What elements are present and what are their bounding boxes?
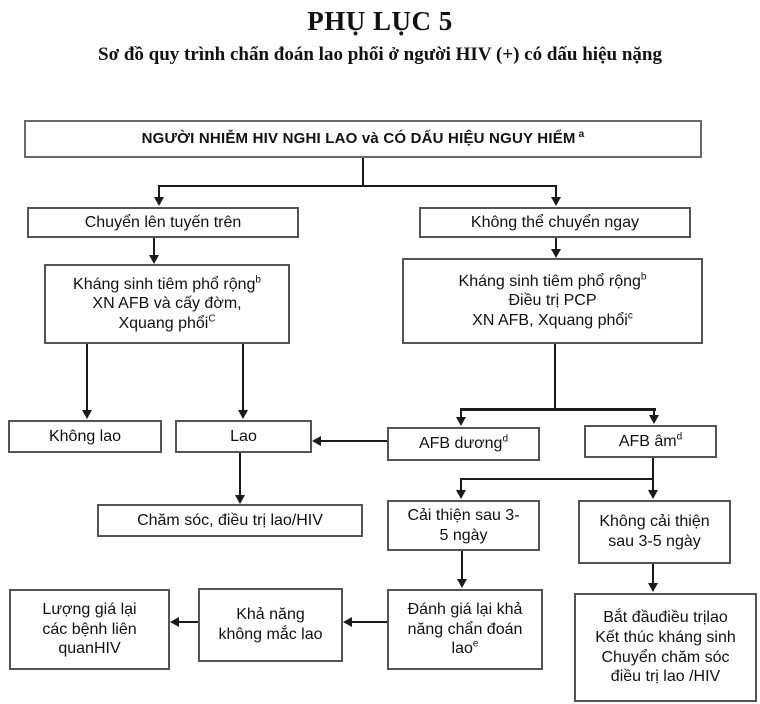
connector-afbneg-split — [460, 478, 654, 480]
connector-abxleft-tb — [242, 344, 244, 411]
node-care-treat: Chăm sóc, điều trị lao/HIV — [97, 504, 363, 537]
connector-afbpos-tb — [321, 440, 387, 442]
connector-improve-reassess — [461, 551, 463, 580]
connector-to-improve — [460, 480, 462, 491]
node-start-treatment: Bắt đầuđiều trịlao Kết thúc kháng sinh C… — [574, 593, 757, 702]
connector-to-afbneg — [653, 410, 655, 416]
page-subtitle: Sơ đồ quy trình chẩn đoán lao phổi ở ngư… — [98, 44, 662, 65]
node-root: NGƯỜI NHIỄM HIV NGHI LAO và CÓ DẤU HIỆU … — [24, 120, 702, 158]
connector-afbneg-stem — [652, 458, 654, 480]
connector-reassess-unlikely — [352, 621, 387, 623]
node-no-improve: Không cải thiện sau 3-5 ngày — [578, 500, 731, 564]
node-reevaluate-hiv: Lượng giá lại các bệnh liên quanHIV — [9, 589, 170, 670]
connector-abxright-stem — [554, 344, 556, 410]
arrowhead-abxleft-notb — [82, 410, 92, 419]
arrowhead-to-refer — [154, 197, 164, 206]
arrowhead-reassess-unlikely — [343, 617, 352, 627]
arrowhead-tb-care — [235, 495, 245, 504]
connector-unlikely-reevaluate — [179, 621, 198, 623]
connector-afb-split — [460, 408, 656, 411]
node-tb: Lao — [175, 420, 312, 453]
connector-to-noimprove — [652, 480, 654, 491]
connector-to-afbpos — [460, 410, 462, 418]
arrowhead-afbpos-tb — [312, 436, 321, 446]
connector-to-refer — [158, 185, 160, 198]
node-reassess: Đánh giá lại khả năng chẩn đoán laoe — [387, 589, 543, 670]
arrowhead-cannotrefer-abx — [551, 249, 561, 258]
arrowhead-to-improve — [456, 490, 466, 499]
arrowhead-noimprove-start — [648, 583, 658, 592]
node-improve: Cải thiện sau 3- 5 ngày — [387, 500, 540, 551]
arrowhead-refer-abx — [149, 255, 159, 264]
arrowhead-to-cannot-refer — [551, 197, 561, 206]
connector-noimprove-start — [652, 564, 654, 584]
arrowhead-abxleft-tb — [238, 410, 248, 419]
connector-tb-care — [239, 453, 241, 496]
node-antibiotics-left: Kháng sinh tiêm phổ rộngb XN AFB và cấy … — [44, 264, 290, 344]
arrowhead-unlikely-reevaluate — [170, 617, 179, 627]
connector-cannotrefer-abx — [555, 238, 557, 251]
arrowhead-to-afbneg — [649, 415, 659, 424]
page-title: PHỤ LỤC 5 — [307, 6, 453, 36]
arrowhead-to-noimprove — [648, 490, 658, 499]
connector-abxleft-notb — [86, 344, 88, 411]
connector-root-split — [158, 185, 557, 187]
node-afb-positive: AFB dươngd — [387, 427, 540, 461]
connector-root-stem — [362, 158, 364, 186]
connector-to-cannot-refer — [555, 185, 557, 198]
arrowhead-to-afbpos — [456, 417, 466, 426]
node-no-tb: Không lao — [8, 420, 162, 453]
node-afb-negative: AFB âmd — [584, 425, 717, 458]
node-refer-up: Chuyển lên tuyến trên — [27, 207, 299, 238]
node-cannot-refer: Không thể chuyển ngay — [419, 207, 691, 238]
node-unlikely-tb: Khả năng không mắc lao — [198, 588, 343, 662]
connector-refer-abx — [153, 238, 155, 257]
node-antibiotics-right: Kháng sinh tiêm phổ rộngb Điều trị PCP X… — [402, 258, 703, 344]
arrowhead-improve-reassess — [457, 579, 467, 588]
